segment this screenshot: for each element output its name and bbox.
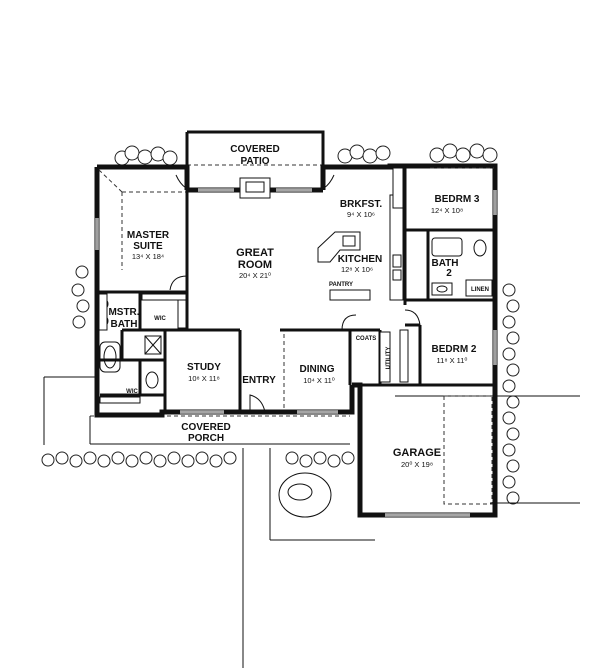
- exterior-windows: [95, 190, 497, 517]
- door-swings: [169, 275, 421, 413]
- driveway: [395, 395, 580, 505]
- covered-patio-label-1: COVERED: [230, 144, 279, 155]
- garage-label: GARAGE: [393, 447, 441, 459]
- great-room-label-2: ROOM: [238, 259, 272, 271]
- patio-wall-windows: [198, 177, 312, 199]
- kitchen-label: KITCHEN: [338, 254, 382, 265]
- master-ceiling-lines: [98, 167, 494, 270]
- master-bath-label-1: MSTR.: [108, 307, 139, 318]
- covered-porch-label-2: PORCH: [188, 433, 224, 444]
- covered-patio-label-2: PATIO: [240, 156, 269, 167]
- wic-lower-label: WIC: [126, 389, 138, 395]
- bath2-label-2: 2: [446, 268, 452, 279]
- bedroom3-size: 12⁴ X 10⁸: [431, 206, 463, 215]
- utility-label: UTILITY: [386, 347, 392, 370]
- dining-size: 10⁴ X 11⁰: [303, 376, 335, 385]
- breakfast-size: 9⁴ X 10⁶: [347, 210, 375, 219]
- kitchen-size: 12⁸ X 10⁶: [341, 265, 373, 274]
- bedroom3-label: BEDRM 3: [434, 194, 479, 205]
- shrubs-top-right: [429, 143, 498, 163]
- master-suite-label-2: SUITE: [133, 241, 163, 252]
- dining-label: DINING: [300, 364, 335, 375]
- study-size: 10⁸ X 11⁸: [188, 374, 220, 383]
- entry-label: ENTRY: [242, 375, 276, 386]
- great-room-size: 20⁴ X 21⁰: [239, 271, 271, 280]
- interior-walls: [97, 166, 495, 412]
- shrubs-top-left: [114, 145, 178, 166]
- master-suite-label-1: MASTER: [127, 230, 170, 241]
- breakfast-label: BRKFST.: [340, 199, 382, 210]
- garage-size: 20⁰ X 19⁸: [401, 460, 433, 469]
- covered-porch-label-1: COVERED: [181, 422, 230, 433]
- shrubs-front: [41, 451, 355, 468]
- great-room-label-1: GREAT: [236, 247, 274, 259]
- coats-label: COATS: [356, 336, 377, 342]
- bedroom2-size: 11⁸ X 11⁰: [437, 356, 468, 365]
- bath2-label-1: BATH: [431, 258, 458, 269]
- master-bath-fixtures: [98, 293, 162, 389]
- walkway: [43, 376, 375, 668]
- study-label: STUDY: [187, 362, 221, 373]
- linen-label: LINEN: [471, 287, 489, 293]
- pantry-label: PANTRY: [329, 282, 353, 288]
- master-suite-size: 13⁴ X 18⁴: [132, 252, 164, 261]
- master-bath-label-2: BATH: [110, 319, 137, 330]
- bath2-fixtures: [431, 237, 493, 297]
- shrubs-right-side: [502, 283, 520, 505]
- shrubs-left-side: [71, 265, 90, 329]
- wic-upper-label: WIC: [154, 316, 166, 322]
- shrubs-top-middle: [337, 144, 391, 164]
- bedroom2-label: BEDRM 2: [431, 344, 476, 355]
- closet-shelves: [99, 167, 409, 404]
